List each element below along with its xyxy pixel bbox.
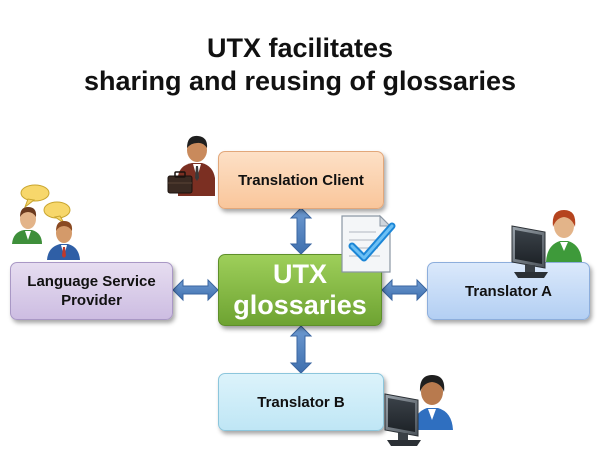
- center-label-line-1: UTX: [272, 259, 327, 289]
- title-line-2: sharing and reusing of glossaries: [83, 66, 517, 96]
- diagram-title: UTX facilitates sharing and reusing of g…: [0, 32, 600, 98]
- node-language-service-provider: Language Service Provider: [10, 262, 173, 320]
- center-label-line-2: glossaries: [233, 290, 367, 320]
- node-label-line-1: Language Service: [27, 273, 156, 290]
- person-at-computer-icon: [384, 375, 453, 446]
- document-checkmark-icon: [341, 214, 396, 273]
- node-label: Translator B: [257, 393, 345, 411]
- node-translation-client: Translation Client: [218, 151, 384, 209]
- person-at-computer-icon: [511, 210, 582, 278]
- node-label: Translator A: [465, 282, 552, 300]
- title-line-1: UTX facilitates: [206, 33, 394, 63]
- node-translator-b: Translator B: [218, 373, 384, 431]
- businessman-briefcase-icon: [167, 135, 215, 196]
- people-talking-icon: [12, 184, 80, 260]
- node-label: Translation Client: [238, 171, 364, 189]
- node-label-line-2: Provider: [61, 292, 122, 309]
- node-translator-a: Translator A: [427, 262, 590, 320]
